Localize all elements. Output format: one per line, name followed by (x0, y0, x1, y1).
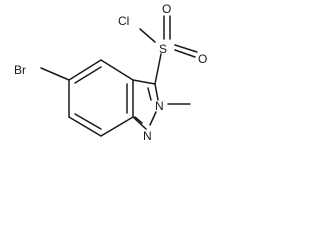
atom-n-ring: N (143, 129, 152, 143)
bond-n1-c7a (132, 116, 147, 130)
atom-br: Br (14, 63, 26, 77)
bond-c3-n2-double (147, 87, 152, 101)
atom-cl: Cl (118, 14, 129, 28)
bond-c3a-c3 (132, 79, 156, 85)
bond-c7-c6 (68, 116, 102, 137)
bond-c6-c7-double (74, 113, 102, 130)
bond-s-cl (139, 28, 156, 43)
chemical-structure-diagram: Cl S O O Br N N (14, 2, 207, 143)
bond-c3-n2 (154, 83, 159, 101)
bond-s-o-right (174, 44, 198, 53)
bond-n1-c7a-double (134, 116, 143, 124)
atom-n-methyl: N (155, 99, 164, 113)
bond-s-o-right-double (174, 49, 196, 58)
bond-c5-c4 (68, 59, 102, 81)
bond-c7a-c7 (100, 116, 134, 137)
atom-o-top: O (162, 2, 171, 16)
bond-c4-c5-double (74, 66, 102, 84)
bond-c4-c3a (100, 59, 134, 81)
bond-n2-n1 (149, 111, 157, 126)
atom-s: S (159, 42, 167, 56)
atom-o-right: O (198, 52, 207, 66)
bond-c3-s (154, 53, 162, 85)
bond-c5-br (40, 67, 70, 81)
